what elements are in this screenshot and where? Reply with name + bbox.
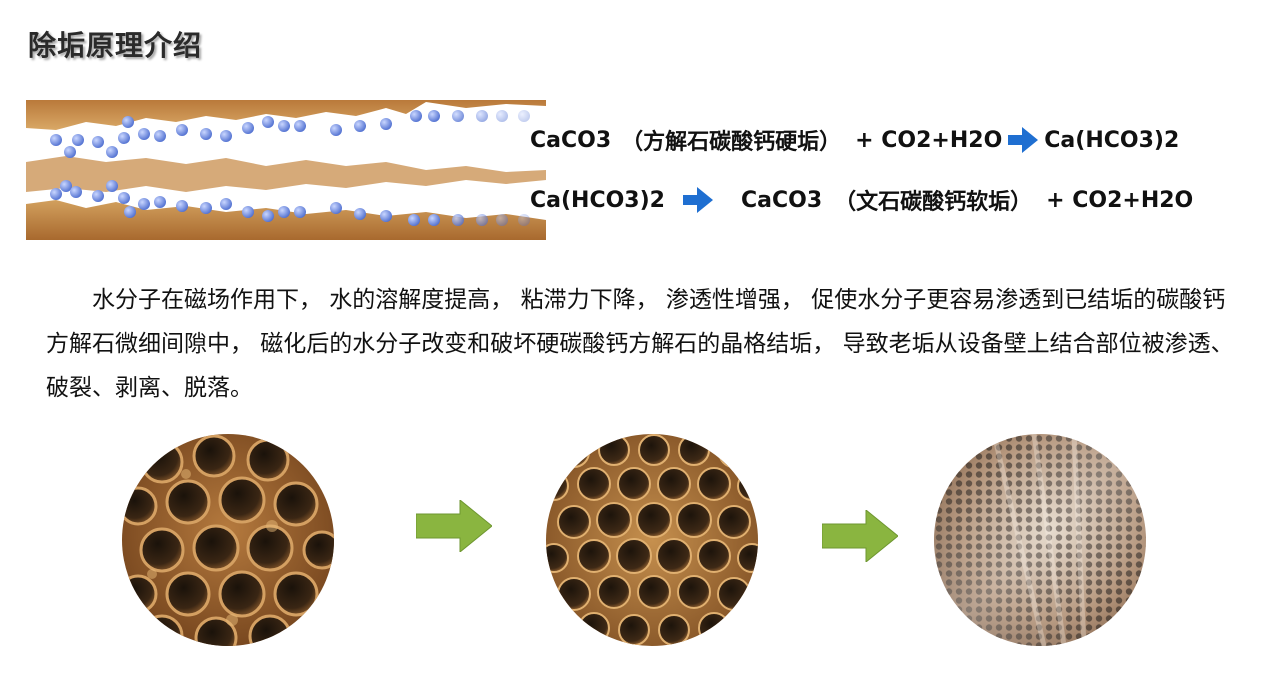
eq1-paren: （方解石碳酸钙硬垢） xyxy=(621,130,842,155)
right-arrow-icon xyxy=(416,500,492,552)
clean-tube-sheet-photo-3 xyxy=(934,434,1146,646)
equation-line-1: CaCO3 （方解石碳酸钙硬垢） + CO2+H2O Ca(HCO3)2 xyxy=(530,124,1179,156)
page-title: 除垢原理介绍 xyxy=(28,29,203,62)
right-arrow-icon xyxy=(822,510,898,562)
eq2-paren: （文石碳酸钙软垢） xyxy=(834,190,1033,215)
eq1-left: CaCO3 xyxy=(530,127,612,153)
eq2-middle: CaCO3 xyxy=(740,187,823,213)
right-arrow-icon xyxy=(1008,127,1039,153)
eq1-plus: + CO2+H2O xyxy=(855,127,1003,153)
equation-line-2: Ca(HCO3)2 CaCO3 （文石碳酸钙软垢） + CO2+H2O xyxy=(530,184,1193,216)
loosening-tube-sheet-photo-2 xyxy=(546,434,758,646)
scaled-tube-sheet-photo-1 xyxy=(122,434,334,646)
eq1-right: Ca(HCO3)2 xyxy=(1044,127,1180,153)
eq2-left: Ca(HCO3)2 xyxy=(530,187,665,213)
right-arrow-icon xyxy=(682,187,713,213)
description-paragraph: 水分子在磁场作用下， 水的溶解度提高， 粘滞力下降， 渗透性增强， 促使水分子更… xyxy=(46,287,1234,401)
eq2-plus: + CO2+H2O xyxy=(1046,187,1194,213)
pipe-molecule-illustration xyxy=(26,100,546,240)
